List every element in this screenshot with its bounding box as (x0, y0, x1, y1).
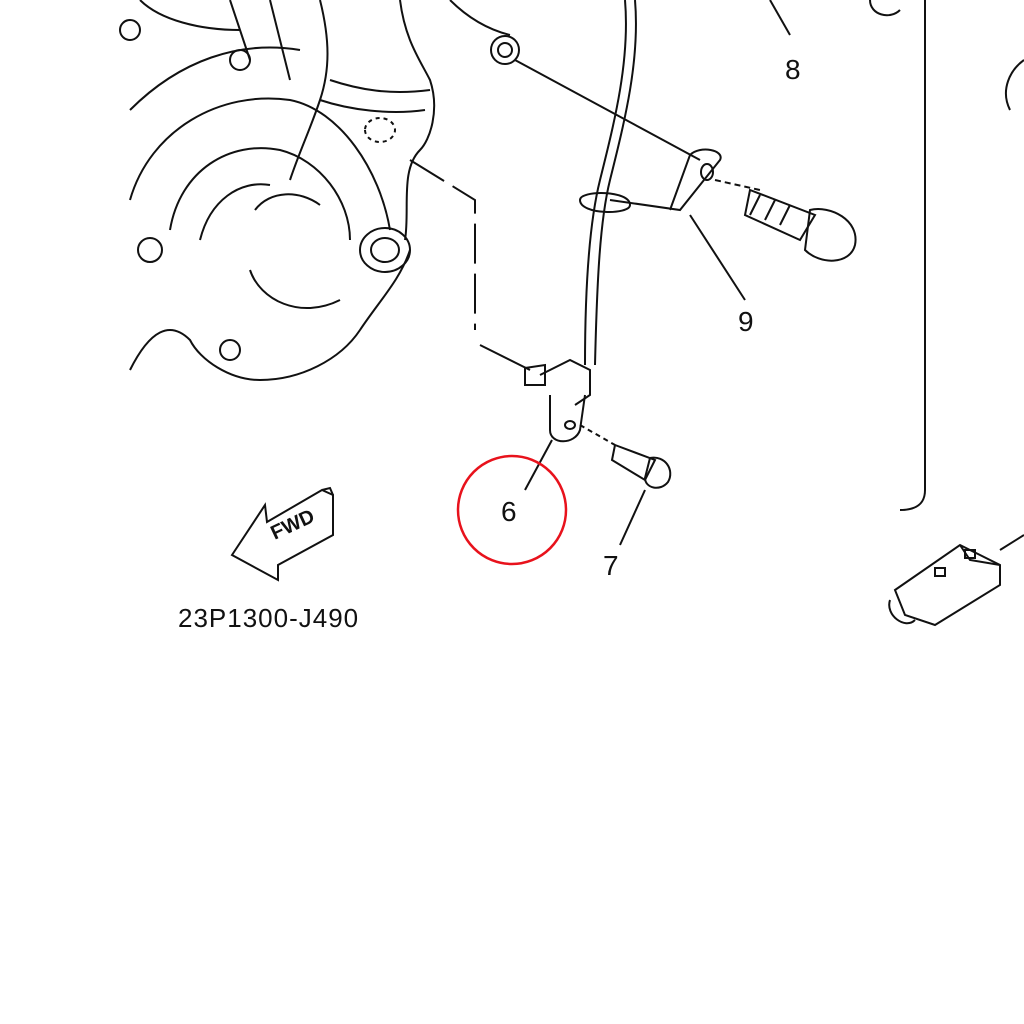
callout-9-leader (689, 214, 746, 301)
callout-9: 9 (738, 306, 754, 337)
clamp-drawing (578, 148, 722, 213)
inset-detail (869, 0, 901, 17)
callout-6-leader (524, 439, 553, 491)
callout-7-leader (619, 489, 646, 546)
sensor-cable (594, 0, 637, 366)
inset-detail (1005, 59, 1024, 111)
highlight-circle (456, 454, 568, 566)
wheel-hub-drawing (119, 0, 520, 382)
assembly-leader-line (409, 159, 476, 330)
assembly-leader-line (479, 344, 531, 371)
inset-bracket (899, 0, 926, 511)
fwd-arrow-icon (230, 486, 334, 582)
callout-8: 8 (785, 54, 801, 85)
diagram-code: 23P1300-J490 (178, 603, 360, 633)
sensor-cable (584, 0, 627, 366)
callout-8-leader (769, 0, 791, 36)
callout-6[interactable]: 6 (501, 496, 517, 527)
connector-drawing (888, 534, 1024, 627)
wheel-sensor-drawing (524, 358, 591, 443)
callout-7: 7 (603, 550, 619, 581)
assembly-leader-line (514, 59, 701, 161)
bolt-drawing (714, 179, 857, 262)
screw-drawing (579, 424, 672, 489)
